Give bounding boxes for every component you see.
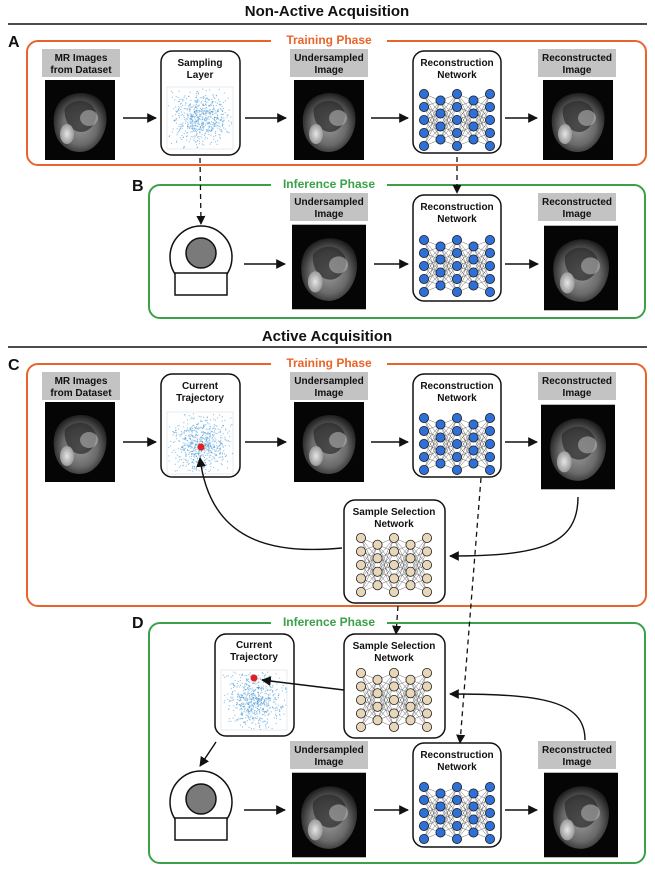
k-space-scatter-icon <box>166 411 234 475</box>
neural-network-icon <box>355 668 432 733</box>
scanner-icon <box>169 225 233 296</box>
reconstructed-image-thumbnail <box>544 772 618 858</box>
flow-arrows <box>123 113 586 815</box>
undersampled-image-thumbnail <box>294 402 364 482</box>
neural-network-icon <box>355 533 432 598</box>
neural-network-icon <box>418 234 495 297</box>
panel-d-inference-box <box>148 622 646 864</box>
non-active-heading: Non-Active Acquisition <box>245 3 409 20</box>
title-mask <box>271 32 387 47</box>
undersampled-image-thumbnail <box>292 224 366 310</box>
title-mask <box>271 176 387 191</box>
panel-letter-a: A <box>8 34 20 51</box>
label-backgrounds <box>42 49 616 769</box>
k-space-scatter-icon <box>166 86 234 150</box>
panel-letter-b: B <box>132 178 144 195</box>
neural-network-icon <box>418 89 495 151</box>
phase-title-training-c: Training Phase <box>286 356 372 370</box>
dashed-transfer-arrows <box>196 157 482 744</box>
title-mask <box>271 355 387 370</box>
undersampled-image-thumbnail <box>294 80 364 160</box>
neural-network-icon <box>418 412 495 475</box>
selected-sample-point <box>250 674 258 682</box>
phase-title-inference-d: Inference Phase <box>283 615 375 629</box>
phase-title-training-a: Training Phase <box>286 33 372 47</box>
phase-title-inference-b: Inference Phase <box>283 177 375 191</box>
mr-image-thumbnail <box>45 402 115 482</box>
mr-image-thumbnail <box>45 80 115 160</box>
selected-sample-point <box>197 443 205 451</box>
reconstruction-network-box <box>412 373 502 478</box>
neural-network-icon <box>418 782 495 845</box>
panel-letter-d: D <box>132 615 144 632</box>
reconstructed-image-thumbnail <box>543 80 613 160</box>
panel-letter-c: C <box>8 357 20 374</box>
scanner-icon <box>169 770 233 841</box>
undersampled-image-thumbnail <box>292 772 366 858</box>
reconstructed-image-thumbnail <box>541 404 615 490</box>
title-mask <box>271 614 387 629</box>
reconstruction-network-box <box>412 50 502 154</box>
panel-b-inference-box <box>148 184 646 319</box>
active-heading: Active Acquisition <box>262 328 392 345</box>
reconstructed-image-thumbnail <box>544 225 618 311</box>
